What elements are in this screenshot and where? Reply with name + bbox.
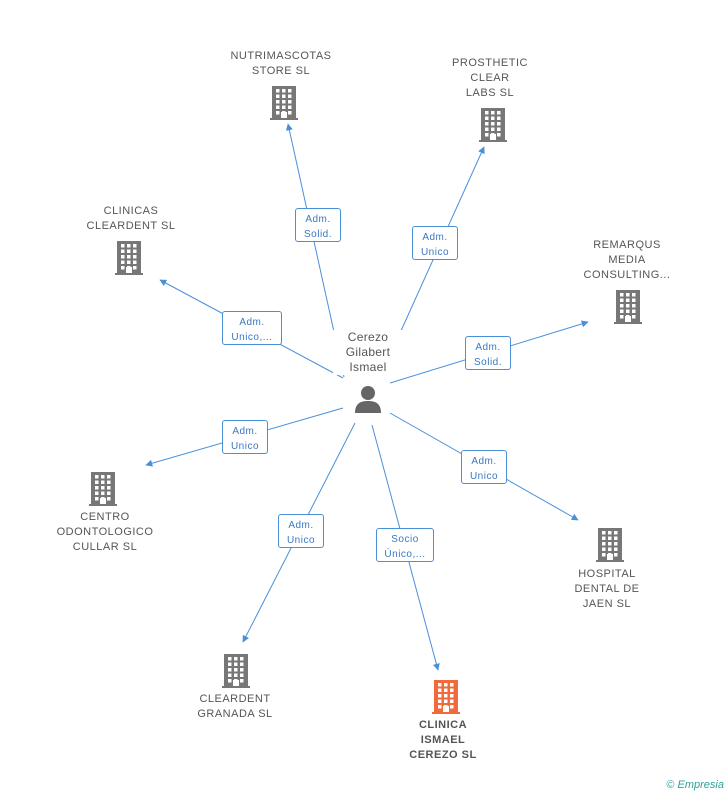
edge-label-centro-odontologico[interactable]: Adm. Unico [222,420,268,454]
node-label-cleardent-granada[interactable]: CLEARDENT GRANADA SL [197,693,273,720]
building-icon-clinicas-cleardent[interactable] [115,241,143,280]
node-label-clinicas-cleardent[interactable]: CLINICAS CLEARDENT SL [86,205,176,232]
person-icon[interactable] [353,384,383,419]
node-label-nutrimascotas[interactable]: NUTRIMASCOTAS STORE SL [230,50,332,77]
edge-label-clinica-ismael[interactable]: Socio Único,... [376,528,434,562]
node-label-centro-odontologico[interactable]: CENTRO ODONTOLOGICO CULLAR SL [56,511,154,553]
building-icon-centro-odontologico[interactable] [89,472,117,511]
building-icon-clinica-ismael[interactable] [432,680,460,719]
edge-label-clinicas-cleardent[interactable]: Adm. Unico,... [222,311,282,345]
center-person-label: Cerezo Gilabert Ismael [333,330,403,375]
node-label-hospital-dental[interactable]: HOSPITAL DENTAL DE JAEN SL [574,568,640,610]
building-icon-prosthetic[interactable] [479,108,507,147]
edge-label-nutrimascotas[interactable]: Adm. Solid. [295,208,341,242]
building-icon-nutrimascotas[interactable] [270,86,298,125]
edge-label-prosthetic[interactable]: Adm. Unico [412,226,458,260]
edge-label-remarqus[interactable]: Adm. Solid. [465,336,511,370]
edge-label-cleardent-granada[interactable]: Adm. Unico [278,514,324,548]
edge-label-hospital-dental[interactable]: Adm. Unico [461,450,507,484]
building-icon-hospital-dental[interactable] [596,528,624,567]
building-icon-cleardent-granada[interactable] [222,654,250,693]
brand-logo[interactable]: Empresia [677,779,724,791]
node-label-remarqus[interactable]: REMARQUS MEDIA CONSULTING... [583,239,671,281]
node-label-prosthetic[interactable]: PROSTHETIC CLEAR LABS SL [452,57,528,99]
building-icon-remarqus[interactable] [614,290,642,329]
copyright-symbol: © [666,779,675,791]
footer: © Empresia [666,779,724,791]
node-label-clinica-ismael[interactable]: CLINICA ISMAEL CEREZO SL [409,719,477,761]
